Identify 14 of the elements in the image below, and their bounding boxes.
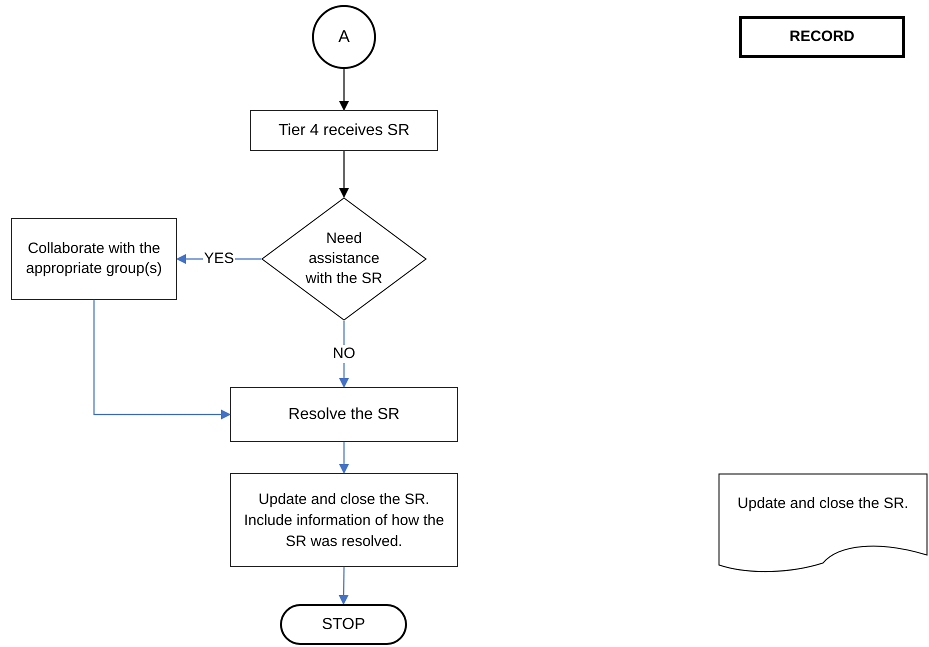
arrow (339, 151, 349, 198)
process-box: Resolve the SR (230, 387, 458, 442)
arrow (339, 69, 349, 111)
edge-label: NO (332, 345, 356, 363)
process-box: Tier 4 receives SR (250, 110, 438, 151)
terminator: STOP (280, 604, 407, 645)
arrow (339, 442, 349, 474)
arrow (93, 300, 231, 420)
decision-diamond: Need assistance with the SR (261, 197, 427, 321)
arrow (338, 567, 349, 605)
lane-header: RECORD (739, 16, 905, 58)
document-shape: Update and close the SR. (718, 473, 928, 575)
process-box: Collaborate with the appropriate group(s) (11, 218, 177, 300)
process-box: Update and close the SR. Include information of how the SR was resolved. (230, 473, 458, 567)
